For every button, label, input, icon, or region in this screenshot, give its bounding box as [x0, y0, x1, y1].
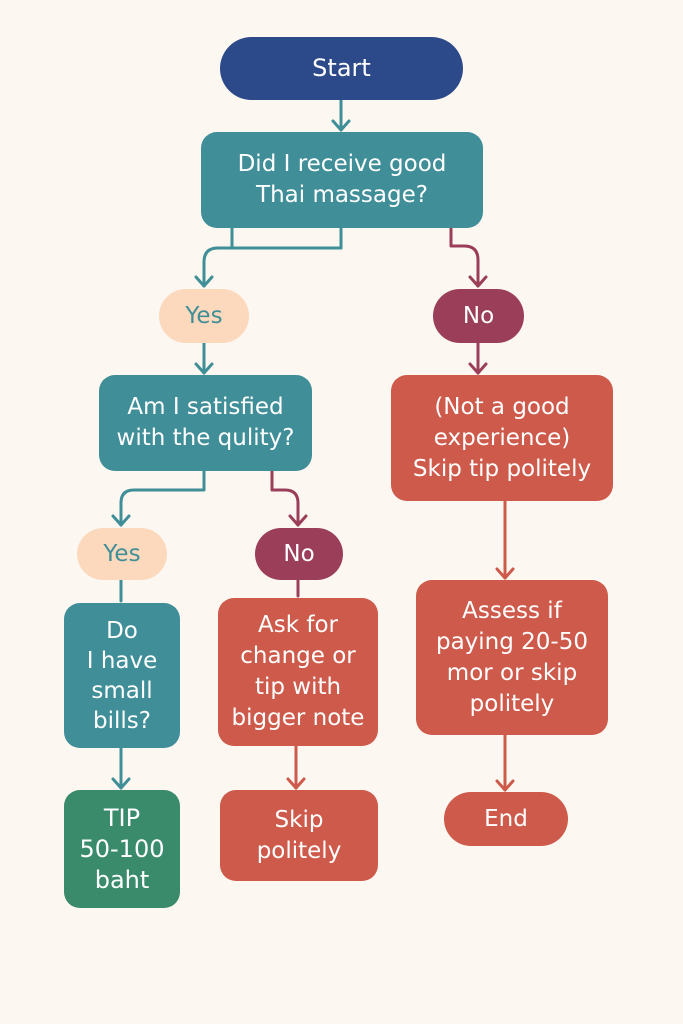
end-node: End	[444, 792, 568, 846]
ask-for-change-node: Ask for change or tip with bigger note	[218, 598, 378, 746]
assess-paying-node: Assess if paying 20-50 mor or skip polit…	[416, 580, 608, 735]
question-good-massage: Did I receive good Thai massage?	[201, 132, 483, 228]
connector-q1-yes	[194, 226, 343, 288]
question-small-bills: Do I have small bills?	[64, 603, 180, 748]
skip-politely-node: Skip politely	[220, 790, 378, 881]
answer-yes-satisfied: Yes	[77, 528, 167, 580]
connector-start-q1	[331, 98, 351, 132]
question-satisfied-quality: Am I satisfied with the qulity?	[99, 375, 312, 471]
connector-q3-tip	[111, 746, 131, 790]
connector-yes-q2	[194, 341, 214, 375]
connector-q2-yes	[111, 469, 206, 527]
connector-q1-no	[449, 226, 488, 288]
connector-skip-tip-assess	[495, 499, 515, 580]
answer-no-satisfied: No	[255, 528, 343, 580]
connector-assess-end	[495, 733, 515, 792]
connector-q2-no	[270, 469, 308, 527]
skip-tip-node: (Not a good experience) Skip tip politel…	[391, 375, 613, 501]
answer-yes-good-massage: Yes	[159, 289, 249, 343]
start-node: Start	[220, 37, 463, 100]
tip-node: TIP 50-100 baht	[64, 790, 180, 908]
connector-no-skip-tip	[468, 341, 488, 375]
answer-no-good-massage: No	[433, 289, 524, 343]
connector-ask-skip-politely	[286, 744, 306, 790]
